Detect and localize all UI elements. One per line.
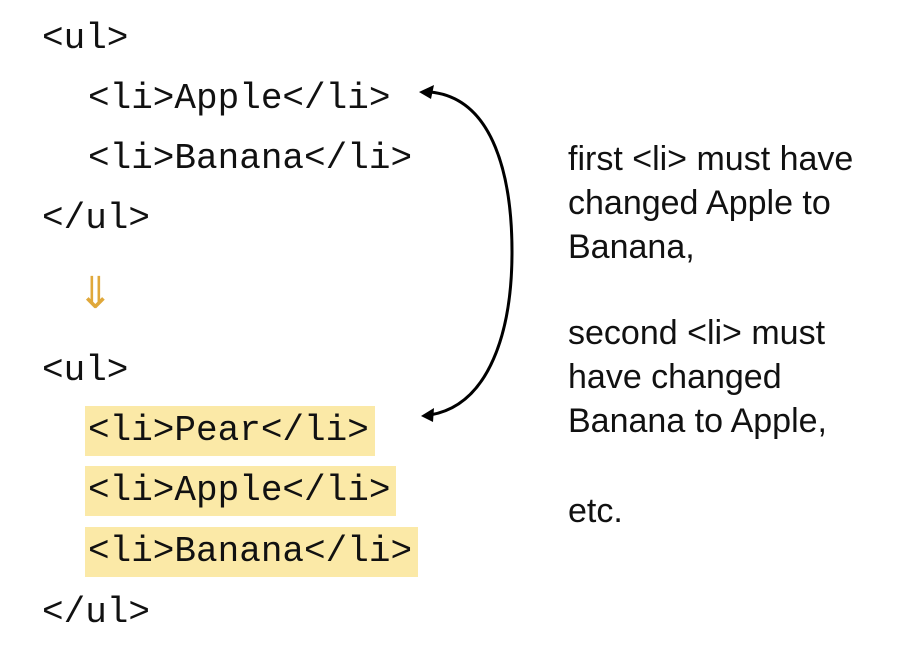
down-arrow-icon: ⇓	[77, 268, 114, 319]
arrowhead-top-icon	[419, 85, 434, 99]
arrowhead-bottom-icon	[421, 408, 434, 422]
before-li-apple: <li>Apple</li>	[88, 78, 391, 119]
note-line: Banana to Apple,	[568, 402, 828, 440]
note-line: first <li> must have	[568, 140, 854, 178]
before-li-banana: <li>Banana</li>	[88, 138, 413, 179]
note-second: second <li> must have changed Banana to …	[568, 311, 827, 443]
note-line: have changed	[568, 358, 782, 396]
after-li-banana: <li>Banana</li>	[85, 527, 419, 577]
before-ul-close: </ul>	[42, 198, 151, 239]
after-li-pear: <li>Pear</li>	[85, 406, 375, 456]
before-ul-open: <ul>	[42, 18, 129, 59]
after-ul-close: </ul>	[42, 592, 151, 633]
note-etc: etc.	[568, 489, 623, 533]
after-li-apple: <li>Apple</li>	[85, 466, 397, 516]
note-line: changed Apple to	[568, 184, 831, 222]
after-ul-open: <ul>	[42, 350, 129, 391]
note-first: first <li> must have changed Apple to Ba…	[568, 137, 853, 269]
note-line: second <li> must	[568, 314, 826, 352]
note-line: Banana,	[568, 228, 695, 266]
note-line: etc.	[568, 492, 623, 530]
